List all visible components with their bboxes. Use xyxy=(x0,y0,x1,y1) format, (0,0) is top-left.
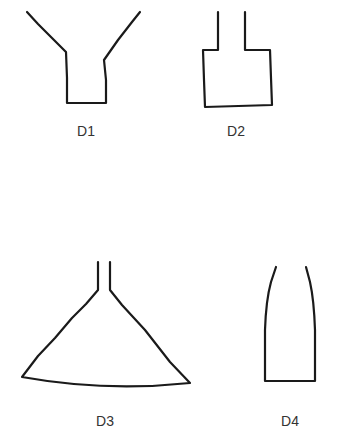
vessel-d3 xyxy=(22,262,190,386)
vessel-d2 xyxy=(203,12,272,107)
figure-label: D4 xyxy=(281,414,299,428)
figure-label: D2 xyxy=(227,124,245,138)
figure-label: D3 xyxy=(96,414,114,428)
figure-label: D1 xyxy=(77,124,95,138)
vessel-d4 xyxy=(265,267,315,381)
vessel-d1 xyxy=(27,12,140,103)
